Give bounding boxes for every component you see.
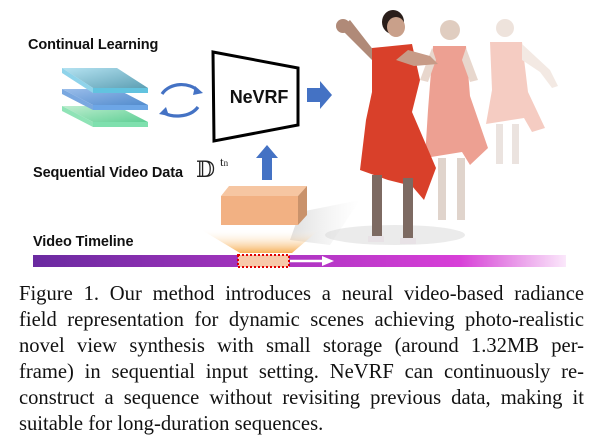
- dancer-frame-3: [486, 19, 558, 164]
- caption-line: Figure 1. Our method introduces a neural…: [19, 283, 584, 305]
- caption-line: field representation for dynamic scenes …: [19, 309, 584, 331]
- continual-learning-label: Continual Learning: [28, 37, 159, 53]
- caption-line: construct a sequence without revisiting …: [19, 387, 584, 409]
- nevrf-model-block: [211, 50, 300, 143]
- dataset-symbol: 𝔻: [196, 158, 216, 183]
- timeline-current-window[interactable]: [237, 254, 290, 268]
- video-timeline-label: Video Timeline: [33, 234, 134, 250]
- input-arrow-icon: [256, 145, 278, 180]
- figure-caption: Figure 1. Our method introduces a neural…: [19, 281, 584, 437]
- caption-line: frame) in sequential input setting. NeVR…: [19, 361, 584, 383]
- subscript-n: n: [223, 158, 229, 168]
- superscript-t: t: [220, 154, 224, 169]
- timeline-forward-arrow-icon: [290, 256, 334, 266]
- output-arrow-icon: [307, 81, 332, 109]
- dancer-frame-1: [336, 10, 438, 244]
- layer-stack-icon: [62, 68, 148, 127]
- nevrf-label: NeVRF: [229, 87, 289, 107]
- caption-line: suitable for long-duration sequences.: [19, 413, 324, 435]
- dancer-frame-2: [420, 20, 488, 220]
- sequential-video-data-label: Sequential Video Data: [33, 165, 183, 181]
- dataset-superscript: tn: [220, 154, 228, 170]
- figure-graphics: [33, 10, 566, 268]
- caption-line: novel view synthesis with small storage …: [19, 335, 584, 357]
- video-data-block-icon: [221, 186, 307, 225]
